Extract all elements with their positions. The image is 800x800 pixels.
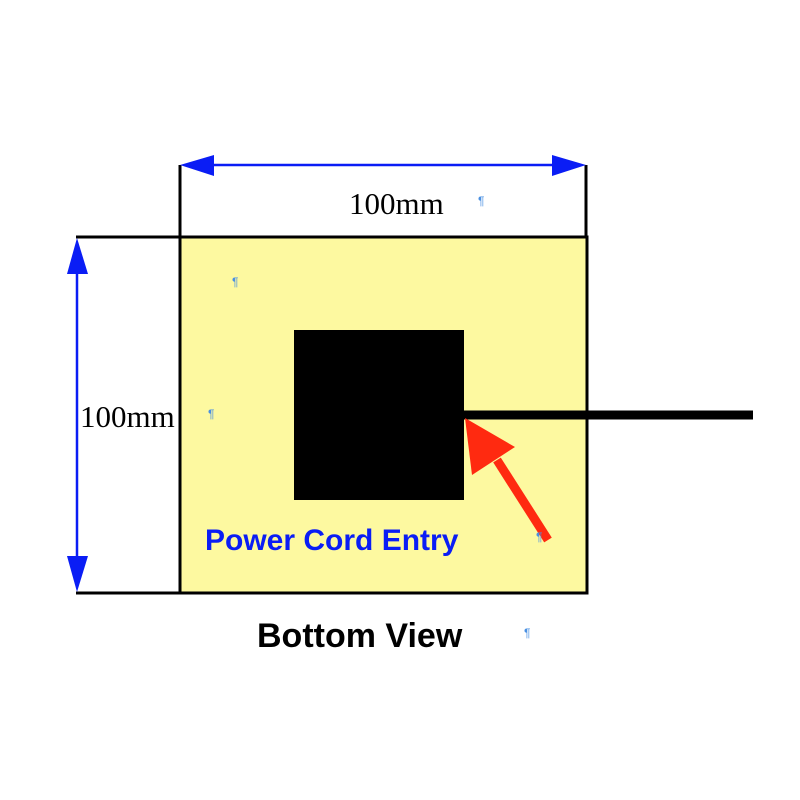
height-dimension-arrow [67, 238, 88, 592]
paragraph-mark: ¶ [232, 275, 238, 289]
power-cord-entry-label: Power Cord Entry [205, 524, 459, 557]
width-dimension-arrow [180, 155, 586, 176]
bottom-view-caption: Bottom View [257, 617, 463, 655]
width-label: 100mm [349, 186, 444, 221]
cord-entry-block [294, 330, 464, 500]
paragraph-mark: ¶ [524, 626, 530, 640]
paragraph-mark: ¶ [536, 530, 542, 544]
paragraph-mark: ¶ [478, 194, 484, 208]
pointer-arrow [465, 418, 552, 543]
paragraph-mark: ¶ [208, 407, 214, 421]
height-label: 100mm [80, 399, 175, 434]
